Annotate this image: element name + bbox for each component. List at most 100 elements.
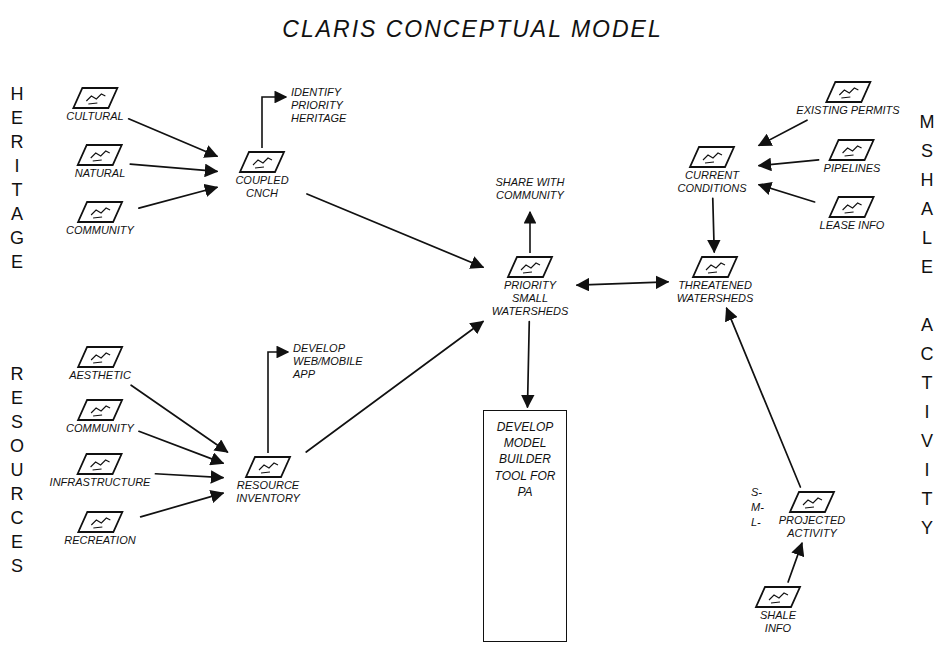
map-sheet [830,140,874,160]
side-heading: HERITAGE [8,82,26,274]
node-label: SHALE INFO [751,609,805,635]
map-scribble [843,146,862,156]
map-scribble [259,463,278,473]
map-scribble [706,263,725,273]
map-icon [691,255,739,279]
flow-arrow [759,160,819,166]
flow-arrow [141,493,223,517]
map-scribble [769,593,788,603]
map-scribble [803,498,822,508]
node-label: RECREATION [62,534,137,547]
note-label: M- [750,501,765,514]
map-layer-node: THREATENED WATERSHEDS [671,255,759,305]
node-label: PRIORITY SMALL WATERSHEDS [486,279,574,319]
leader-arrow [268,352,288,453]
map-layer-node: COUPLED CNCH [220,150,304,200]
map-scribble [91,406,110,416]
map-icon [76,510,124,534]
map-layer-node: EXISTING PERMITS [794,80,901,117]
node-label: EXISTING PERMITS [794,104,901,117]
map-scribble [253,158,272,168]
map-sheet [790,492,834,512]
map-scribble [91,151,110,161]
note-label: IDENTIFY PRIORITY HERITAGE [290,86,374,126]
flow-arrow [130,164,217,171]
node-label: NATURAL [73,167,128,180]
map-sheet [73,88,117,108]
map-layer-node: PRIORITY SMALL WATERSHEDS [486,255,574,319]
map-sheet [830,197,874,217]
map-scribble [521,263,540,273]
map-layer-node: CULTURAL [64,86,125,123]
flow-arrow [788,543,802,582]
map-sheet [78,512,122,532]
map-layer-node: CURRENT CONDITIONS [668,145,756,195]
map-layer-node: COMMUNITY [64,200,136,237]
leader-arrow [262,97,286,148]
flow-arrow [713,198,714,252]
flow-arrow [131,385,227,452]
map-scribble [91,208,110,218]
leader-arrow [529,212,531,253]
map-layer-node: INFRASTRUCTURE [48,452,153,489]
map-sheet [78,454,122,474]
side-heading: MSHALE ACTIVITY [918,108,936,543]
diagram-title: CLARIS CONCEPTUAL MODEL [0,16,945,43]
map-layer-node: RESOURCE INVENTORY [226,455,310,505]
note-label: L- [750,516,762,529]
node-label: AESTHETIC [67,369,133,382]
map-icon [76,143,124,167]
node-label: RESOURCE INVENTORY [226,479,310,505]
map-icon [76,200,124,224]
note-label: SHARE WITH COMMUNITY [488,176,572,202]
map-layer-node: RECREATION [62,510,137,547]
map-scribble [91,518,110,528]
flow-arrow [307,194,483,267]
map-layer-node: COMMUNITY [64,398,136,435]
flow-arrow [139,431,223,463]
node-label: LEASE INFO [818,219,887,232]
map-icon [238,150,286,174]
node-label: COMMUNITY [64,224,136,237]
node-label: THREATENED WATERSHEDS [671,279,759,305]
node-label: COUPLED CNCH [220,174,304,200]
note-label: S- [750,486,763,499]
flow-arrow [577,282,668,285]
map-icon [76,345,124,369]
flow-arrow [527,322,529,407]
flow-arrow [727,308,801,487]
map-scribble [839,88,858,98]
map-icon [828,195,876,219]
node-label: CULTURAL [64,110,125,123]
map-scribble [843,203,862,213]
map-layer-node: AESTHETIC [67,345,133,382]
node-label: CURRENT CONDITIONS [668,169,756,195]
flow-arrow [759,185,815,202]
map-icon [244,455,292,479]
map-scribble [91,353,110,363]
map-sheet [690,147,734,167]
side-heading: RESOURCES [8,362,26,578]
flow-arrow [759,120,807,145]
map-icon [76,452,124,476]
node-label: PROJECTED ACTIVITY [768,514,856,540]
map-icon [71,86,119,110]
map-sheet [78,400,122,420]
node-label: INFRASTRUCTURE [48,476,153,489]
map-scribble [86,94,105,104]
map-icon [828,138,876,162]
flow-arrow [155,474,223,478]
map-icon [788,490,836,514]
map-layer-node: PIPELINES [822,138,883,175]
map-layer-node: LEASE INFO [818,195,887,232]
map-sheet [246,457,290,477]
node-label: PIPELINES [822,162,883,175]
map-sheet [78,202,122,222]
map-icon [688,145,736,169]
map-sheet [240,152,284,172]
map-scribble [703,153,722,163]
map-icon [506,255,554,279]
